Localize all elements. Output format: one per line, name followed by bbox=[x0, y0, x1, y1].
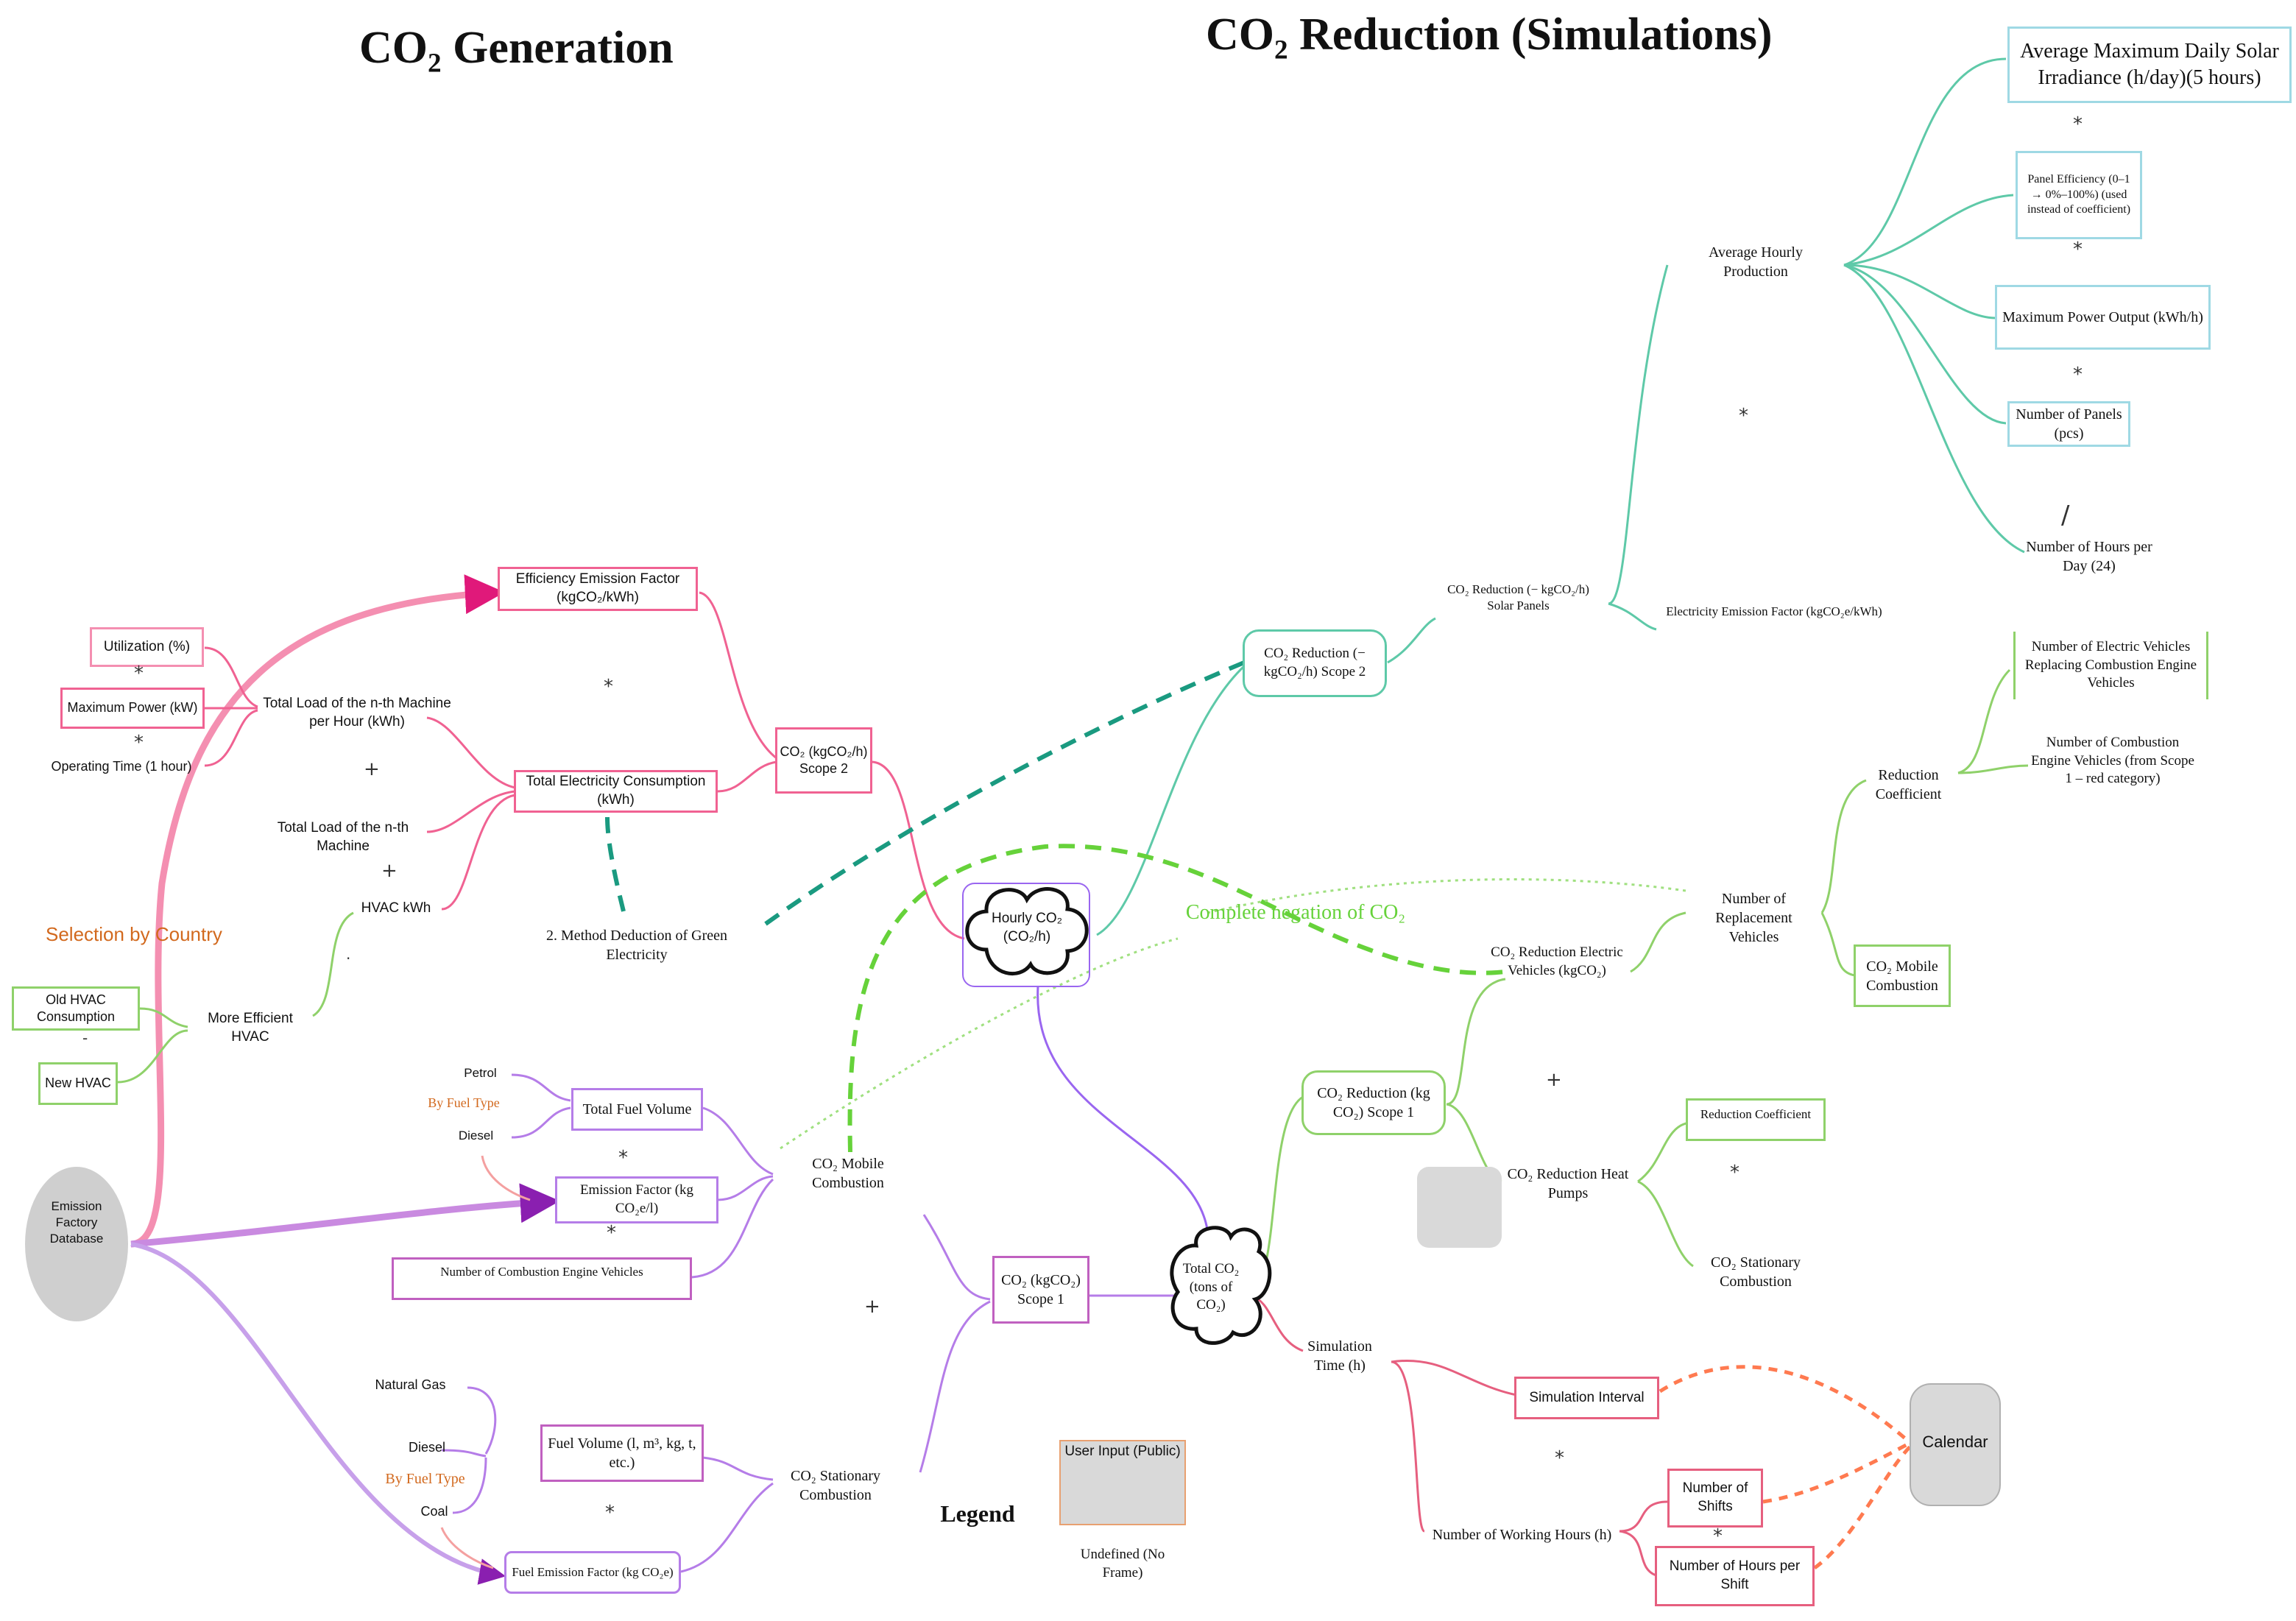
title-co2-reduction: CO₂ Reduction (Simulations) bbox=[1206, 10, 1773, 60]
simulation-interval-box[interactable]: Simulation Interval bbox=[1514, 1377, 1659, 1419]
max-power-output-box[interactable]: Maximum Power Output (kWh/h) bbox=[1995, 285, 2211, 350]
co2-reduction-scope1-box[interactable]: CO₂ Reduction (kg CO₂) Scope 1 bbox=[1301, 1070, 1446, 1135]
reduction-coefficient-box[interactable]: Reduction Coefficient bbox=[1686, 1098, 1826, 1141]
solar-irradiance-box[interactable]: Average Maximum Daily Solar Irradiance (… bbox=[2007, 27, 2292, 103]
op-times-8: * bbox=[2073, 239, 2083, 261]
emission-factor-kg-box[interactable]: Emission Factor (kg CO₂e/l) bbox=[555, 1176, 718, 1223]
op-times-5: * bbox=[607, 1222, 616, 1244]
op-times-10: * bbox=[1739, 405, 1748, 427]
hvac-kwh: HVAC kWh bbox=[361, 900, 431, 916]
op-times-6: * bbox=[605, 1502, 615, 1524]
fuel-emission-factor-box[interactable]: Fuel Emission Factor (kg CO₂e) bbox=[504, 1551, 681, 1594]
hours-per-shift-box[interactable]: Number of Hours per Shift bbox=[1655, 1546, 1815, 1606]
num-panels-box[interactable]: Number of Panels (pcs) bbox=[2007, 401, 2130, 447]
method-green-electricity: 2. Method Deduction of Green Electricity bbox=[545, 928, 728, 963]
co2-reduction-heat-pumps: CO₂ Reduction Heat Pumps bbox=[1507, 1166, 1629, 1201]
total-co2-label: Total CO₂ (tons of CO₂) bbox=[1182, 1261, 1240, 1313]
complete-negation: Complete negation of CO₂ bbox=[1185, 901, 1406, 924]
natural-gas-label: Natural Gas bbox=[375, 1377, 446, 1392]
op-times-7: * bbox=[2073, 113, 2083, 135]
diesel-label-1: Diesel bbox=[458, 1129, 494, 1143]
op-minus-1: - bbox=[82, 1029, 88, 1047]
op-times-4: * bbox=[618, 1147, 628, 1169]
calendar-shape bbox=[1910, 1383, 2001, 1506]
hourly-co2-label: Hourly CO₂ (CO₂/h) bbox=[991, 911, 1063, 944]
num-combustion-scope1: Number of Combustion Engine Vehicles (fr… bbox=[2031, 735, 2194, 787]
operating-time: Operating Time (1 hour) bbox=[51, 759, 192, 774]
op-times-13: * bbox=[1713, 1525, 1723, 1547]
co2-reduction-scope2-box[interactable]: CO₂ Reduction (− kgCO₂/h) Scope 2 bbox=[1243, 629, 1387, 697]
working-hours: Number of Working Hours (h) bbox=[1432, 1527, 1612, 1543]
efficiency-emission-factor-box[interactable]: Efficiency Emission Factor (kgCO₂/kWh) bbox=[498, 567, 698, 611]
by-fuel-type-label: By Fuel Type bbox=[428, 1095, 500, 1110]
num-shifts-box[interactable]: Number of Shifts bbox=[1667, 1469, 1763, 1528]
grey-square bbox=[1417, 1167, 1502, 1248]
utilization-box[interactable]: Utilization (%) bbox=[90, 627, 204, 667]
op-plus-3: + bbox=[864, 1296, 880, 1318]
co2-stationary-left: CO₂ Stationary Combustion bbox=[791, 1468, 880, 1503]
op-times-12: * bbox=[1555, 1447, 1564, 1469]
simulation-time: Simulation Time (h) bbox=[1307, 1338, 1372, 1374]
op-times-9: * bbox=[2073, 364, 2083, 386]
new-hvac-box[interactable]: New HVAC bbox=[38, 1062, 118, 1105]
op-plus-1: + bbox=[364, 758, 380, 780]
reduction-coefficient: Reduction Coefficient bbox=[1875, 767, 1942, 802]
co2-stationary-right: CO₂ Stationary Combustion bbox=[1711, 1254, 1801, 1290]
hourly-co2-cloud bbox=[962, 883, 1090, 987]
emission-database-label[interactable]: Emission Factory Database bbox=[49, 1199, 104, 1246]
legend-user-input-box bbox=[1059, 1440, 1186, 1525]
total-load-nth: Total Load of the n-th Machine bbox=[277, 820, 409, 854]
panel-efficiency-box[interactable]: Panel Efficiency (0–1 → 0%–100%) (used i… bbox=[2016, 151, 2142, 239]
op-divide-1: / bbox=[2061, 501, 2070, 530]
total-co2-cloud bbox=[1170, 1226, 1272, 1345]
diesel-label-2: Diesel bbox=[408, 1440, 446, 1455]
op-plus-2: + bbox=[381, 860, 398, 882]
num-combustion-vehicles-box[interactable]: Number of Combustion Engine Vehicles bbox=[392, 1257, 692, 1300]
by-fuel-type-label-2: By Fuel Type bbox=[385, 1471, 465, 1487]
num-ev-replacing-box[interactable]: Number of Electric Vehicles Replacing Co… bbox=[2013, 632, 2208, 699]
num-replacement-vehicles: Number of Replacement Vehicles bbox=[1715, 891, 1792, 945]
calendar-label[interactable]: Calendar bbox=[1922, 1433, 1988, 1451]
petrol-label: Petrol bbox=[464, 1066, 497, 1080]
co2-scope2-box[interactable]: CO₂ (kgCO₂/h) Scope 2 bbox=[775, 727, 872, 794]
old-hvac-box[interactable]: Old HVAC Consumption bbox=[12, 986, 140, 1031]
title-co2-generation: CO₂ Generation bbox=[359, 23, 674, 73]
total-load-nth-hour: Total Load of the n-th Machine per Hour … bbox=[263, 696, 451, 730]
coal-label: Coal bbox=[420, 1504, 448, 1519]
co2-mobile-combustion-right-box[interactable]: CO₂ Mobile Combustion bbox=[1854, 944, 1951, 1007]
op-plus-4: + bbox=[1546, 1069, 1562, 1091]
total-electricity-box[interactable]: Total Electricity Consumption (kWh) bbox=[514, 770, 718, 813]
legend-title: Legend bbox=[940, 1500, 1015, 1527]
co2-mobile-combustion-left: CO₂ Mobile Combustion bbox=[812, 1156, 884, 1191]
op-times-1: * bbox=[134, 663, 144, 685]
more-efficient-hvac: More Efficient HVAC bbox=[208, 1011, 293, 1045]
op-times-11: * bbox=[1730, 1162, 1739, 1184]
legend-undefined: Undefined (No Frame) bbox=[1080, 1547, 1165, 1581]
database-ellipse bbox=[25, 1167, 128, 1321]
fuel-volume-box[interactable]: Fuel Volume (l, m³, kg, t, etc.) bbox=[540, 1424, 704, 1482]
co2-reduction-ev: CO₂ Reduction Electric Vehicles (kgCO₂) bbox=[1491, 944, 1623, 978]
op-times-3: * bbox=[604, 676, 613, 698]
electricity-emission-factor: Electricity Emission Factor (kgCO₂e/kWh) bbox=[1666, 604, 1882, 618]
op-dot-1: · bbox=[346, 950, 351, 967]
op-times-2: * bbox=[134, 732, 144, 754]
max-power-box[interactable]: Maximum Power (kW) bbox=[60, 688, 205, 729]
total-fuel-volume-box[interactable]: Total Fuel Volume bbox=[571, 1088, 703, 1131]
co2-reduction-solar: CO₂ Reduction (− kgCO₂/h) Solar Panels bbox=[1447, 582, 1589, 613]
avg-hourly-production: Average Hourly Production bbox=[1709, 244, 1803, 280]
selection-by-country: Selection by Country bbox=[46, 923, 222, 945]
co2-scope1-box[interactable]: CO₂ (kgCO₂) Scope 1 bbox=[992, 1256, 1089, 1324]
legend-user-input: User Input (Public) bbox=[1064, 1444, 1181, 1459]
hours-per-day: Number of Hours per Day (24) bbox=[2026, 539, 2152, 574]
